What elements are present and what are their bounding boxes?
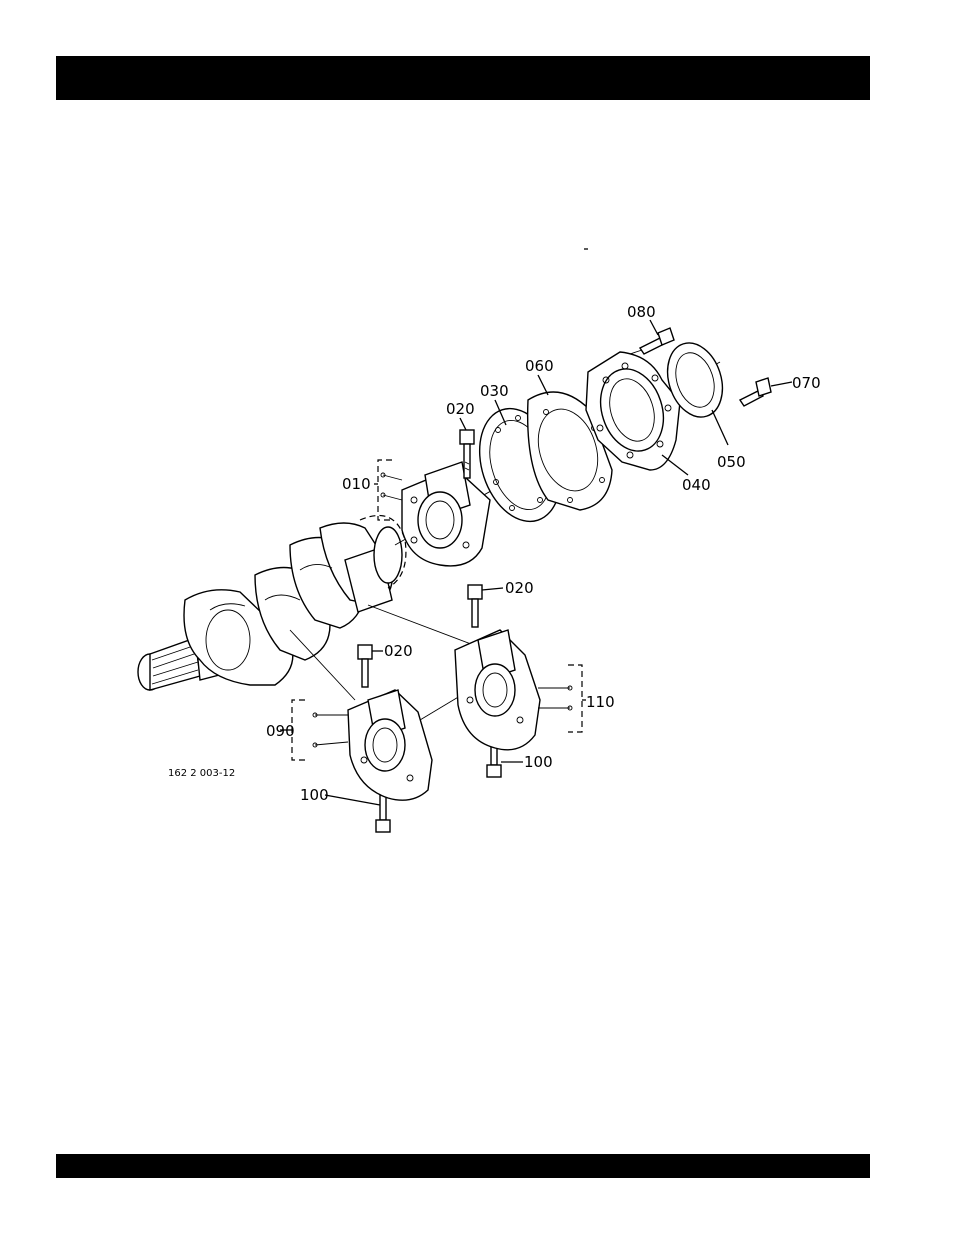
bolt-080: [630, 328, 674, 354]
bolt-020-right: [468, 585, 503, 627]
figure-reference-code: 162 2 003-12: [168, 768, 235, 779]
callout-030: 030: [480, 382, 509, 400]
callout-010: 010: [342, 475, 371, 493]
callout-090: 090: [266, 722, 295, 740]
bracket-010: [378, 460, 392, 520]
callout-110: 110: [586, 693, 615, 711]
callout-020-right: 020: [505, 579, 534, 597]
part-090-bearing-case: [292, 690, 432, 800]
callout-100-left: 100: [300, 786, 329, 804]
part-010-bearing-case: [402, 462, 490, 566]
callout-020-top: 020: [446, 400, 475, 418]
callout-060: 060: [525, 357, 554, 375]
callout-100-right: 100: [524, 753, 553, 771]
callout-050: 050: [717, 453, 746, 471]
footer-bar: [56, 1154, 870, 1178]
callout-020-left: 020: [384, 642, 413, 660]
bolt-020-left: [358, 645, 383, 687]
callout-040: 040: [682, 476, 711, 494]
callout-080: 080: [627, 303, 656, 321]
bolt-100-left: [325, 795, 390, 832]
bolt-070: [740, 378, 792, 406]
part-110-bearing-case: [455, 630, 582, 750]
callout-070: 070: [792, 374, 821, 392]
